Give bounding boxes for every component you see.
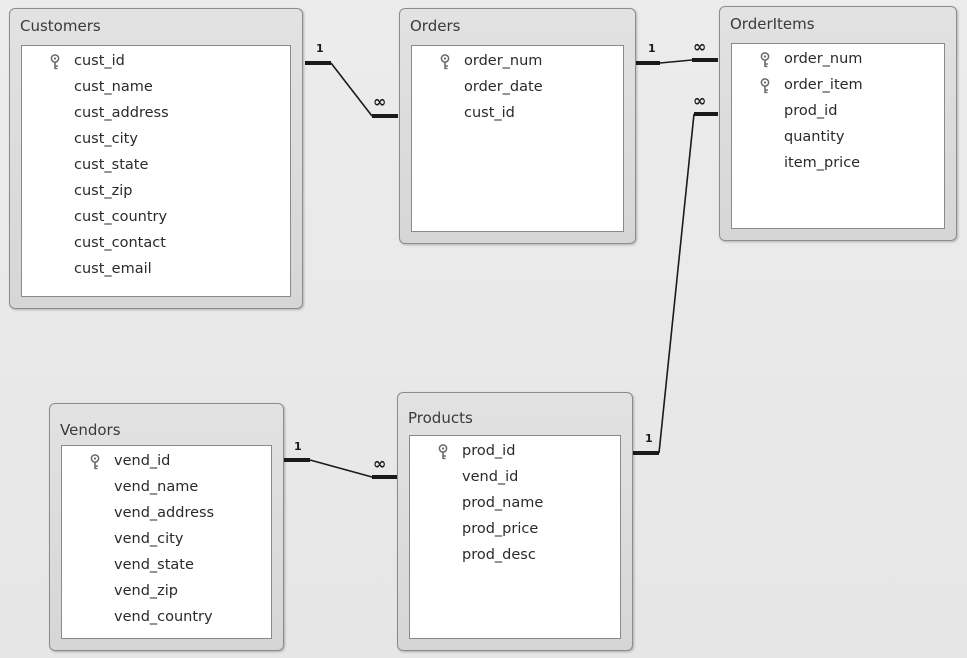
cardinality-many: ∞ [693, 37, 706, 56]
connector-line [658, 113, 695, 454]
table-title: Vendors [60, 421, 121, 439]
field-row[interactable]: vend_name [62, 474, 271, 500]
relationship-customers-orders[interactable] [305, 61, 398, 118]
table-title: Products [408, 409, 473, 427]
field-row[interactable]: vend_id [410, 464, 620, 490]
cardinality-many: ∞ [693, 91, 706, 110]
field-row[interactable]: cust_state [22, 152, 290, 178]
field-name: cust_city [74, 131, 138, 147]
field-row[interactable]: cust_country [22, 204, 290, 230]
field-name: cust_state [74, 157, 149, 173]
field-name: vend_zip [114, 583, 178, 599]
field-row[interactable]: cust_address [22, 100, 290, 126]
field-row[interactable]: vend_country [62, 604, 271, 630]
field-name: order_date [464, 79, 543, 95]
field-name: cust_name [74, 79, 153, 95]
field-name: vend_name [114, 479, 199, 495]
relationship-vendors-products[interactable] [284, 458, 398, 479]
key-icon [758, 51, 772, 68]
field-name: order_item [784, 77, 863, 93]
field-row[interactable]: vend_zip [62, 578, 271, 604]
field-row[interactable]: cust_email [22, 256, 290, 282]
field-row[interactable]: vend_state [62, 552, 271, 578]
table-orders[interactable]: Orders order_num order_date cust_id [399, 8, 636, 244]
field-row[interactable]: cust_city [22, 126, 290, 152]
field-list[interactable]: order_num order_item prod_id quantity item_p… [731, 43, 945, 229]
cardinality-many: ∞ [373, 454, 386, 473]
field-name: vend_id [462, 469, 519, 485]
field-row[interactable]: prod_id [732, 98, 944, 124]
field-name: prod_id [462, 443, 516, 459]
field-row[interactable]: vend_id [62, 448, 271, 474]
table-title: Orders [410, 17, 461, 35]
key-icon [436, 443, 450, 460]
field-name: vend_address [114, 505, 215, 521]
field-row[interactable]: cust_name [22, 74, 290, 100]
field-row[interactable]: cust_contact [22, 230, 290, 256]
field-row[interactable]: vend_city [62, 526, 271, 552]
cardinality-one: 1 [294, 440, 302, 453]
cardinality-one: 1 [645, 432, 653, 445]
key-icon [758, 77, 772, 94]
field-name: order_num [784, 51, 863, 67]
field-name: vend_country [114, 609, 213, 625]
field-name: prod_name [462, 495, 544, 511]
field-name: cust_country [74, 209, 168, 225]
field-name: quantity [784, 129, 845, 145]
field-row[interactable]: quantity [732, 124, 944, 150]
table-products[interactable]: Products prod_id vend_id prod_name prod_pri… [397, 392, 633, 651]
field-name: item_price [784, 155, 861, 171]
field-name: vend_id [114, 453, 171, 469]
relationship-products-orderitems[interactable] [633, 112, 718, 455]
field-row[interactable]: item_price [732, 150, 944, 176]
field-row[interactable]: prod_price [410, 516, 620, 542]
field-row[interactable]: order_item [732, 72, 944, 98]
field-row[interactable]: prod_id [410, 438, 620, 464]
field-list[interactable]: prod_id vend_id prod_name prod_price prod_de… [409, 435, 621, 639]
field-name: vend_city [114, 531, 184, 547]
cardinality-one: 1 [316, 42, 324, 55]
field-row[interactable]: order_num [732, 46, 944, 72]
field-name: cust_contact [74, 235, 166, 251]
field-name: cust_zip [74, 183, 133, 199]
field-row[interactable]: vend_address [62, 500, 271, 526]
field-row[interactable]: order_num [412, 48, 623, 74]
field-name: vend_state [114, 557, 194, 573]
field-name: cust_id [74, 53, 125, 69]
field-list[interactable]: order_num order_date cust_id [411, 45, 624, 232]
cardinality-one: 1 [648, 42, 656, 55]
field-name: prod_desc [462, 547, 536, 563]
field-row[interactable]: order_date [412, 74, 623, 100]
connector-line [659, 59, 693, 64]
table-title: OrderItems [730, 15, 815, 33]
field-row[interactable]: cust_id [22, 48, 290, 74]
key-icon [438, 53, 452, 70]
field-name: prod_id [784, 103, 838, 119]
connector-line [309, 459, 373, 478]
field-row[interactable]: prod_name [410, 490, 620, 516]
field-name: cust_id [464, 105, 515, 121]
cardinality-many: ∞ [373, 92, 386, 111]
field-name: prod_price [462, 521, 539, 537]
field-row[interactable]: cust_zip [22, 178, 290, 204]
key-icon [88, 453, 102, 470]
field-name: cust_address [74, 105, 169, 121]
field-name: cust_email [74, 261, 152, 277]
table-title: Customers [20, 17, 101, 35]
relationship-orders-orderitems[interactable] [636, 58, 718, 65]
connector-line [330, 62, 373, 117]
key-icon [48, 53, 62, 70]
field-row[interactable]: prod_desc [410, 542, 620, 568]
field-name: order_num [464, 53, 543, 69]
field-row[interactable]: cust_id [412, 100, 623, 126]
